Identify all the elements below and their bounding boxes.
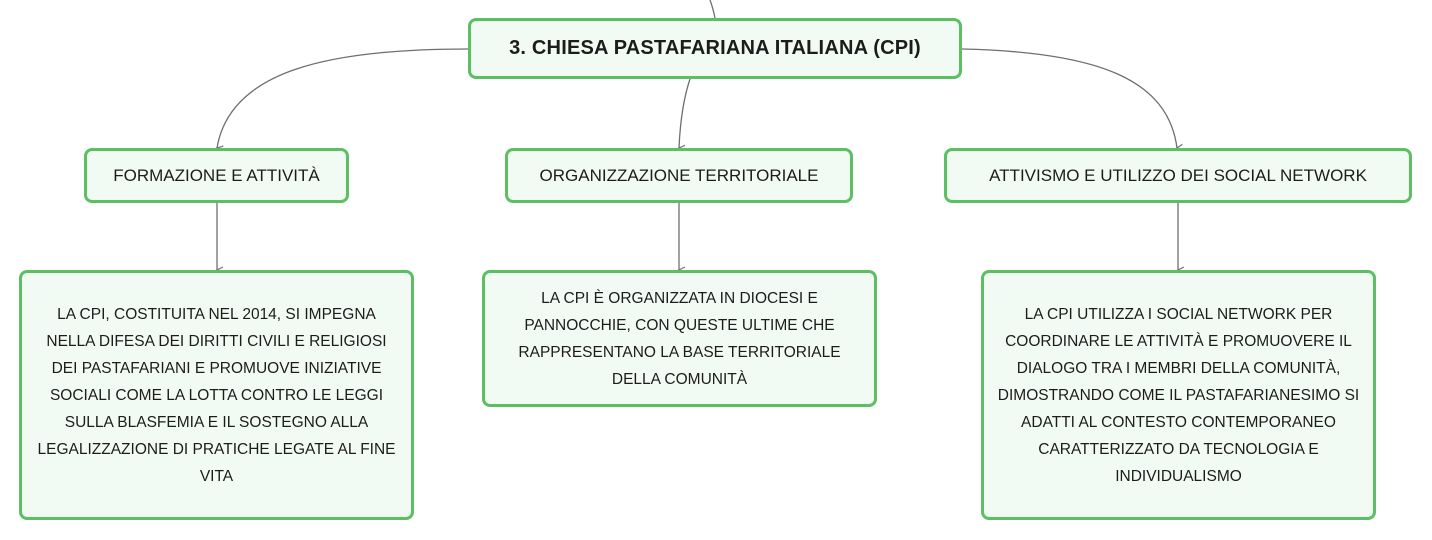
branch-label: ORGANIZZAZIONE TERRITORIALE xyxy=(539,165,819,185)
connector-root-to-branch-2 xyxy=(679,78,691,148)
branch-node-organizzazione[interactable]: ORGANIZZAZIONE TERRITORIALE xyxy=(505,148,853,203)
detail-text: LA CPI, COSTITUITA NEL 2014, SI IMPEGNA … xyxy=(37,305,396,485)
branch-label: ATTIVISMO E UTILIZZO DEI SOCIAL NETWORK xyxy=(989,165,1367,185)
branch-label: FORMAZIONE E ATTIVITÀ xyxy=(113,165,320,185)
branch-node-formazione[interactable]: FORMAZIONE E ATTIVITÀ xyxy=(84,148,349,203)
detail-node-formazione[interactable]: LA CPI, COSTITUITA NEL 2014, SI IMPEGNA … xyxy=(19,270,414,520)
detail-node-organizzazione[interactable]: LA CPI È ORGANIZZATA IN DIOCESI E PANNOC… xyxy=(482,270,877,407)
detail-node-attivismo[interactable]: LA CPI UTILIZZA I SOCIAL NETWORK PER COO… xyxy=(981,270,1376,520)
branch-node-attivismo[interactable]: ATTIVISMO E UTILIZZO DEI SOCIAL NETWORK xyxy=(944,148,1412,203)
root-topic-node[interactable]: 3. CHIESA PASTAFARIANA ITALIANA (CPI) xyxy=(468,18,962,79)
connector-root-to-branch-3 xyxy=(961,48,1177,148)
connector-parent-to-root xyxy=(709,0,716,19)
detail-text: LA CPI È ORGANIZZATA IN DIOCESI E PANNOC… xyxy=(518,289,841,388)
connector-root-to-branch-1 xyxy=(217,48,469,148)
detail-text: LA CPI UTILIZZA I SOCIAL NETWORK PER COO… xyxy=(997,305,1360,485)
root-topic-title: 3. CHIESA PASTAFARIANA ITALIANA (CPI) xyxy=(509,37,921,59)
